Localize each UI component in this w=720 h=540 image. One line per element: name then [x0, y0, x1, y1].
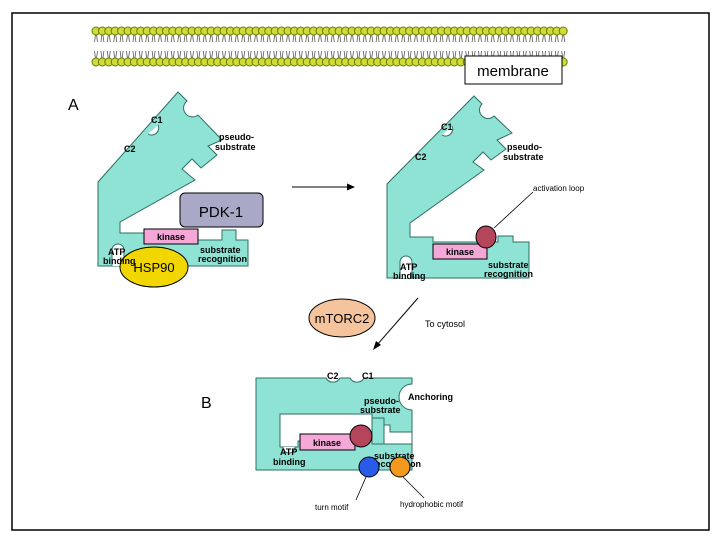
pdk1-box	[179, 192, 264, 228]
pseudosubstrate-label-mature-2: substrate	[360, 405, 401, 415]
membrane-text: membrane	[477, 63, 549, 80]
atp-label-left-1: ATP	[108, 247, 125, 257]
mtorc2-label: mTORC2	[315, 311, 370, 326]
pseudosubstrate-label-left-2: substrate	[215, 142, 256, 152]
activation-loop-pointer	[493, 191, 534, 229]
protein-body-right	[386, 95, 530, 279]
turn-motif-pointer	[355, 476, 367, 501]
atp-pocket-right	[399, 255, 413, 278]
pdk1-label: PDK-1	[199, 204, 243, 221]
substrate-label-left-1: substrate	[200, 245, 241, 255]
atp-label-mature-2: binding	[273, 457, 306, 467]
anchoring-label: Anchoring	[408, 392, 453, 402]
turn-motif-circle	[358, 456, 380, 478]
hydrophobic-motif-circle	[389, 456, 411, 478]
kinase-domain-left	[143, 228, 199, 245]
pkc-unprimed-left	[97, 91, 249, 267]
to-cytosol-label: To cytosol	[425, 319, 465, 329]
membrane-label: membrane	[464, 55, 563, 85]
arrow-to-cytosol	[376, 297, 419, 346]
pseudosubstrate-label-right-1: pseudo-	[507, 142, 542, 152]
hsp90-ellipse	[119, 246, 189, 288]
activation-loop-circle-mature	[349, 424, 373, 448]
pkc-primed-right	[386, 95, 530, 279]
kinase-domain-right	[432, 243, 488, 260]
panel-b-label: B	[201, 395, 212, 412]
mtorc2-ellipse	[308, 298, 376, 338]
c2-label-right: C2	[415, 152, 427, 162]
atp-pocket-mature	[282, 446, 296, 454]
hydrophobic-motif-label: hydrophobic motif	[400, 500, 464, 509]
substrate-label-left-2: recognition	[198, 254, 247, 264]
atp-label-right-2: binding	[393, 271, 426, 281]
turn-motif-label: turn motif	[315, 503, 349, 512]
atp-label-mature-1: ATP	[280, 447, 297, 457]
atp-label-left-2: binding	[103, 256, 136, 266]
c1-label-right: C1	[441, 122, 453, 132]
c2-label-left: C2	[124, 144, 136, 154]
pseudosubstrate-label-mature-1: pseudo-	[364, 396, 399, 406]
pseudosubstrate-tab-mature	[371, 417, 385, 445]
panel-a-label: A	[68, 97, 79, 114]
c1-label-left: C1	[151, 115, 163, 125]
kinase-label-left: kinase	[157, 232, 185, 242]
c1-label-mature: C1	[362, 371, 374, 381]
activation-loop-label: activation loop	[533, 184, 585, 193]
hydrophobic-motif-pointer	[402, 476, 425, 499]
atp-label-right-1: ATP	[400, 262, 417, 272]
atp-pocket-left	[111, 243, 125, 266]
protein-body-left	[97, 91, 249, 267]
substrate-label-right-1: substrate	[488, 260, 529, 270]
kinase-label-right: kinase	[446, 247, 474, 257]
pseudosubstrate-label-right-2: substrate	[503, 152, 544, 162]
substrate-label-mature: substrate	[374, 451, 415, 461]
c2-label-mature: C2	[327, 371, 339, 381]
activation-loop-circle-right	[475, 225, 497, 249]
hsp90-label: HSP90	[133, 260, 174, 275]
pseudosubstrate-label-left-1: pseudo-	[219, 132, 254, 142]
kinase-label-mature: kinase	[313, 438, 341, 448]
substrate-label-right-2: recognition	[484, 269, 533, 279]
